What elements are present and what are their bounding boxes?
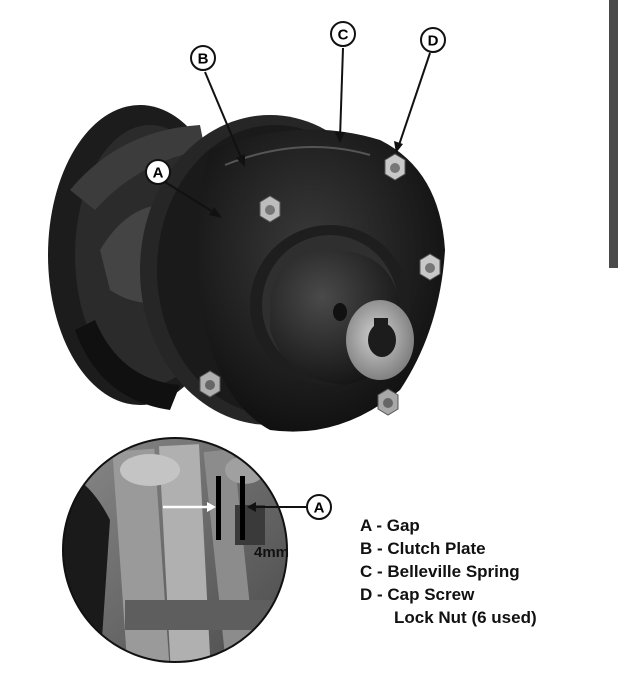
legend-item-lock-nut: Lock Nut (6 used) <box>394 608 537 627</box>
cap-screws <box>199 153 441 416</box>
parts-legend: A - Gap B - Clutch Plate C - Belleville … <box>360 514 600 629</box>
callout-a-detail: A <box>314 500 325 517</box>
svg-text:D: D <box>428 33 439 50</box>
callout-arrowheads <box>209 132 403 218</box>
callout-d: D <box>420 27 446 53</box>
legend-item-cap-screw: D - Cap Screw <box>360 585 475 604</box>
legend-item-clutch-plate: B - Clutch Plate <box>360 539 486 558</box>
legend-item-gap: A - Gap <box>360 516 420 535</box>
callout-c: C <box>330 21 356 47</box>
svg-text:A: A <box>153 165 164 182</box>
adjacent-image-edge <box>609 0 618 268</box>
callout-a-main: A <box>145 159 171 185</box>
legend-item-belleville-spring: C - Belleville Spring <box>360 562 520 581</box>
svg-text:B: B <box>198 51 209 68</box>
callout-leaders <box>164 47 431 216</box>
callout-b: B <box>190 45 216 71</box>
svg-text:C: C <box>338 27 349 44</box>
detail-inset: A <box>62 437 332 663</box>
hub <box>270 250 414 385</box>
gap-dimension-label: 4mm <box>254 544 290 561</box>
